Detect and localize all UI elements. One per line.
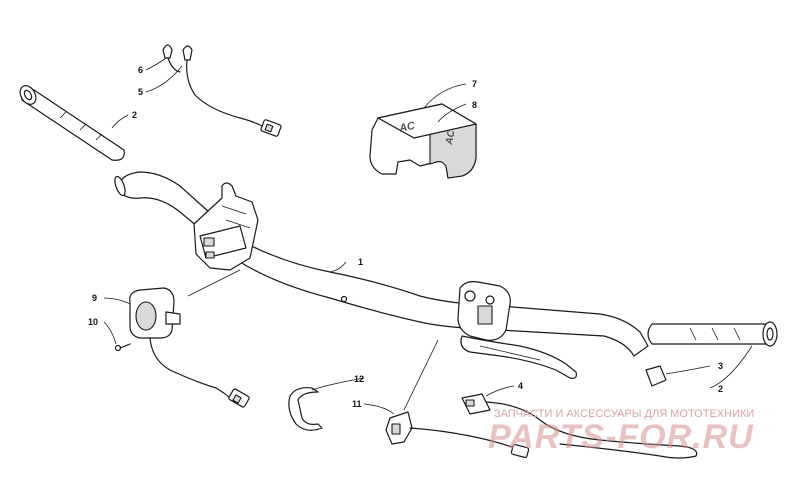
hose-clamp bbox=[288, 387, 323, 431]
callout-4: 4 bbox=[518, 381, 523, 391]
callout-2-left: 2 bbox=[132, 110, 137, 120]
watermark: ЗАПЧАСТИ И АКСЕССУАРЫ ДЛЯ МОТОТЕХНИКИ PA… bbox=[488, 408, 754, 456]
callout-2-right: 2 bbox=[718, 384, 723, 394]
callout-leaders bbox=[103, 57, 753, 415]
left-grip bbox=[19, 85, 125, 161]
callout-5: 5 bbox=[138, 87, 143, 97]
svg-text:AC: AC bbox=[444, 129, 458, 147]
right-grip bbox=[647, 321, 778, 347]
callout-11: 11 bbox=[352, 399, 362, 409]
callout-9: 9 bbox=[92, 293, 97, 303]
callout-7: 7 bbox=[472, 79, 477, 89]
callout-3: 3 bbox=[718, 361, 723, 371]
handlebar bbox=[114, 171, 649, 357]
left-switch-housing bbox=[193, 182, 259, 271]
left-heater-switch bbox=[114, 287, 250, 408]
callout-10: 10 bbox=[88, 317, 98, 327]
heater-harness bbox=[385, 393, 698, 459]
grip-heater-wire bbox=[162, 44, 282, 137]
watermark-logo: PARTS-FOR.RU bbox=[488, 418, 754, 456]
handlebar-pad: AC AC bbox=[369, 103, 477, 179]
callout-1: 1 bbox=[358, 257, 363, 267]
right-brake-lever-assembly bbox=[457, 281, 577, 379]
callout-8: 8 bbox=[472, 100, 477, 110]
callout-12: 12 bbox=[354, 374, 364, 384]
svg-text:AC: AC bbox=[397, 120, 417, 135]
callout-6: 6 bbox=[138, 65, 143, 75]
callout-labels: 1 2 6 5 7 8 9 10 12 11 4 3 2 bbox=[88, 65, 723, 409]
watermark-tagline: ЗАПЧАСТИ И АКСЕССУАРЫ ДЛЯ МОТОТЕХНИКИ bbox=[494, 408, 754, 420]
bar-end-plug bbox=[645, 365, 667, 387]
